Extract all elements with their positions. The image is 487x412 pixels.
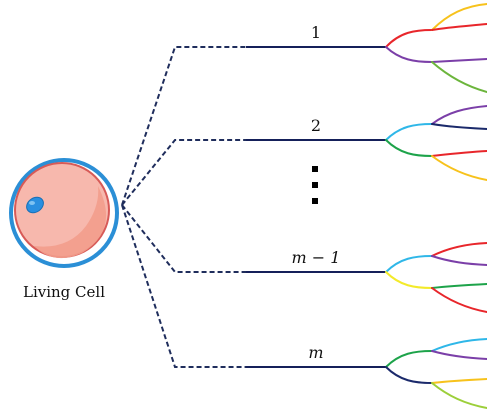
ellipsis-dot bbox=[312, 198, 318, 204]
tree-2 bbox=[385, 105, 487, 181]
ellipsis-dot bbox=[312, 166, 318, 172]
connector-1 bbox=[121, 46, 246, 206]
cell-label: Living Cell bbox=[23, 283, 105, 301]
connector-2 bbox=[121, 139, 246, 206]
living-cell bbox=[9, 158, 119, 268]
trunk-lines bbox=[246, 46, 386, 368]
cell-shading bbox=[34, 186, 107, 259]
branch-label-1: 1 bbox=[311, 23, 321, 42]
ellipsis-dot bbox=[312, 182, 318, 188]
branch-label-m: m bbox=[308, 343, 323, 362]
tree-m-minus-1 bbox=[385, 242, 487, 313]
dashed-connectors bbox=[121, 46, 246, 368]
tree-1 bbox=[385, 3, 487, 93]
vertical-ellipsis bbox=[312, 166, 318, 204]
tree-m bbox=[385, 338, 487, 409]
connector-m-minus-1 bbox=[121, 204, 246, 273]
connector-m bbox=[121, 204, 246, 368]
nucleus-highlight bbox=[29, 201, 35, 205]
branch-label-m-minus-1: m − 1 bbox=[292, 248, 341, 267]
branch-label-2: 2 bbox=[311, 116, 321, 135]
nucleus bbox=[26, 196, 44, 214]
